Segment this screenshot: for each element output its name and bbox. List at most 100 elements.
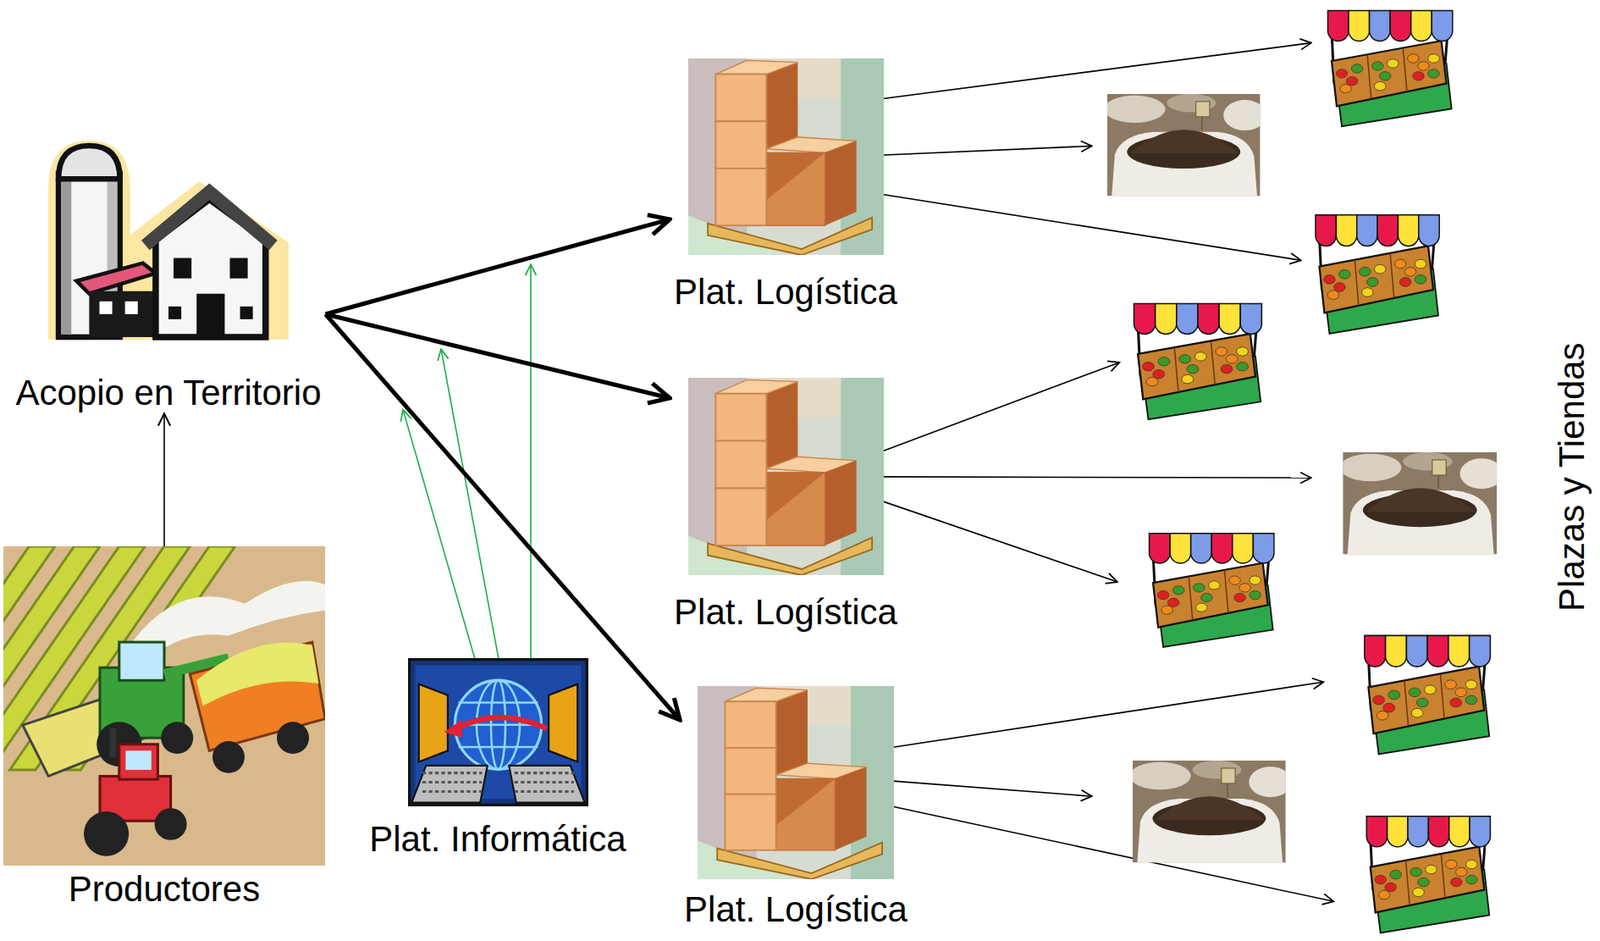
produce bbox=[1373, 264, 1385, 274]
barn-window bbox=[168, 306, 182, 320]
node-caption: Productores bbox=[3, 868, 326, 910]
produce bbox=[1388, 689, 1401, 700]
pallet-bg bbox=[688, 58, 884, 255]
awning bbox=[1232, 533, 1254, 563]
box-side bbox=[776, 689, 808, 775]
delivery-arrow bbox=[879, 43, 1312, 100]
box bbox=[776, 777, 836, 850]
transfer-arrow-head bbox=[443, 718, 462, 738]
coffee bbox=[1155, 795, 1264, 820]
store-icon bbox=[1133, 303, 1262, 420]
awning bbox=[1211, 533, 1233, 563]
farm-glow bbox=[48, 140, 289, 340]
awning bbox=[1431, 11, 1453, 42]
delivery-arrow bbox=[893, 780, 1093, 796]
grain bbox=[196, 642, 319, 707]
pallet-icon bbox=[688, 377, 884, 575]
produce bbox=[1451, 877, 1463, 886]
panel bbox=[548, 684, 578, 762]
box-side bbox=[824, 460, 856, 546]
box-side bbox=[834, 766, 867, 850]
silo-dome bbox=[58, 145, 120, 179]
awning bbox=[1176, 303, 1198, 335]
crate bbox=[1370, 846, 1485, 913]
box bbox=[715, 74, 767, 122]
box-shade bbox=[766, 472, 825, 520]
produce bbox=[1186, 364, 1199, 374]
awning bbox=[1369, 11, 1391, 42]
flow-arrow bbox=[325, 219, 671, 315]
produce bbox=[1450, 697, 1463, 707]
box bbox=[715, 121, 767, 169]
sack-bg bbox=[1340, 453, 1402, 481]
tag-stick bbox=[1201, 116, 1203, 131]
produce bbox=[1412, 71, 1425, 81]
box-shade bbox=[766, 152, 825, 200]
awning bbox=[1390, 11, 1412, 42]
produce bbox=[1404, 266, 1416, 276]
sack-icon bbox=[1103, 93, 1267, 197]
produce bbox=[1423, 684, 1436, 695]
store-icon bbox=[1315, 215, 1440, 334]
awning bbox=[1407, 816, 1429, 847]
flow-arrow bbox=[163, 413, 166, 547]
awning bbox=[1428, 816, 1449, 847]
produce bbox=[1466, 859, 1478, 868]
coffee bbox=[1130, 129, 1239, 154]
produce bbox=[1172, 585, 1185, 595]
wheel bbox=[276, 721, 309, 754]
produce bbox=[1194, 352, 1207, 361]
awning bbox=[1411, 11, 1433, 42]
info-line bbox=[529, 264, 532, 659]
node-caption: Plat. Informática bbox=[364, 818, 630, 860]
awning bbox=[1133, 303, 1155, 335]
produce bbox=[1362, 287, 1374, 298]
crate-divider bbox=[1224, 569, 1229, 613]
produce bbox=[1371, 61, 1384, 71]
store-icon bbox=[1366, 816, 1490, 933]
produce bbox=[1411, 707, 1424, 718]
wheel bbox=[160, 721, 194, 754]
keyboard bbox=[411, 765, 487, 803]
produce bbox=[1414, 275, 1426, 285]
produce bbox=[1335, 69, 1348, 78]
delivery-arrow bbox=[879, 193, 1302, 260]
awning bbox=[1169, 533, 1192, 563]
crate-divider bbox=[1188, 576, 1193, 620]
coffee bbox=[1366, 487, 1476, 512]
produce bbox=[1456, 866, 1468, 876]
produce bbox=[1249, 590, 1262, 600]
tag-stick bbox=[1226, 783, 1228, 797]
silo-shade bbox=[60, 176, 72, 335]
crate bbox=[1368, 666, 1485, 734]
produce bbox=[1428, 69, 1440, 78]
icon-node: Productores bbox=[3, 546, 326, 910]
awning bbox=[1252, 533, 1275, 563]
awning bbox=[1315, 215, 1336, 247]
keys bbox=[513, 780, 574, 784]
crate bbox=[1137, 333, 1256, 399]
crate-divider bbox=[1174, 347, 1179, 392]
crate-divider bbox=[1440, 854, 1445, 898]
box-side bbox=[766, 62, 798, 149]
awning bbox=[1469, 816, 1490, 847]
awning bbox=[1366, 816, 1387, 847]
produce bbox=[1220, 364, 1233, 374]
box-top bbox=[715, 379, 798, 393]
store-icon bbox=[1327, 11, 1452, 127]
produce bbox=[1201, 592, 1214, 602]
crate-divider bbox=[1404, 680, 1409, 726]
sack-bg bbox=[1129, 761, 1191, 789]
pallet-icon bbox=[697, 685, 894, 879]
field-icon bbox=[3, 546, 326, 866]
produce bbox=[1455, 687, 1468, 697]
sack-icon bbox=[1129, 760, 1292, 863]
delivery-arrow bbox=[879, 476, 1312, 478]
awning bbox=[1364, 634, 1386, 667]
produce bbox=[1346, 77, 1358, 86]
produce bbox=[1234, 592, 1247, 602]
awning bbox=[1469, 634, 1491, 667]
awning bbox=[1427, 634, 1449, 667]
produce bbox=[1373, 695, 1385, 705]
sack-bg bbox=[1460, 457, 1504, 489]
